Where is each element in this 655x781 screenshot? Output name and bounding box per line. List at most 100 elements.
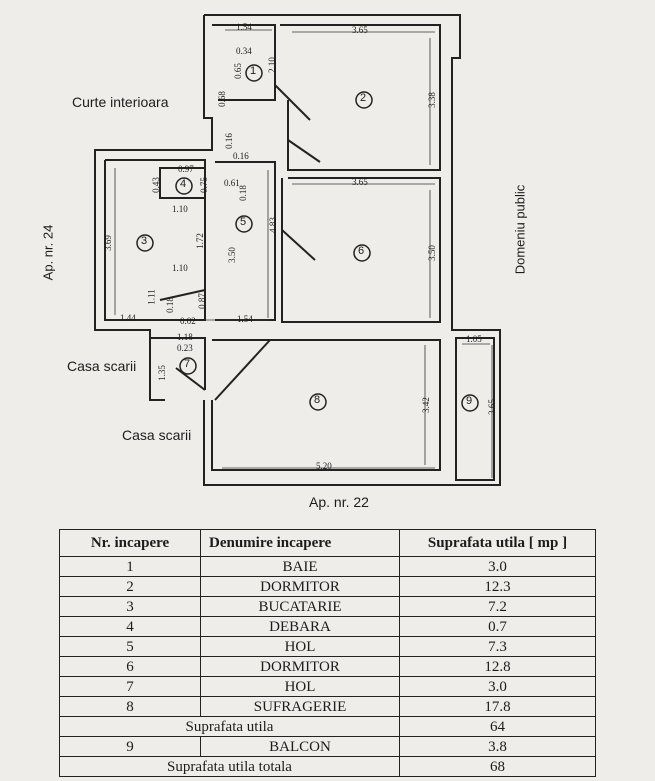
room8-wall (211, 339, 441, 471)
neighbor-bottom-label: Ap. nr. 22 (309, 494, 369, 510)
stair-label-2: Casa scarii (122, 427, 192, 443)
dimension-label: 0.18 (164, 297, 175, 313)
dimension-label: 1.11 (146, 289, 157, 305)
table-row: 7 HOL 3.0 (59, 676, 596, 697)
room-area-table: Nr. incapere Denumire incapere Suprafata… (59, 529, 596, 777)
room-area-cell: 3.0 (399, 676, 596, 697)
table-row: 8 SUFRAGERIE 17.8 (59, 696, 596, 717)
dimension-label: 3.38 (426, 92, 437, 108)
public-domain-label: Domeniu public (512, 184, 528, 275)
dimension-label: 0.18 (237, 185, 248, 201)
room-number-cell: 9 (59, 736, 201, 757)
room-number-cell: 6 (59, 656, 201, 677)
room-area-cell: 12.8 (399, 656, 596, 677)
room-area-cell: 0.7 (399, 616, 596, 637)
dimension-label: 0.02 (180, 316, 196, 326)
room-name-cell: SUFRAGERIE (200, 696, 400, 717)
room7-wall (150, 337, 206, 390)
room4-wall (159, 167, 206, 199)
dimension-label: 1.10 (172, 204, 188, 214)
table-row: 1 BAIE 3.0 (59, 556, 596, 577)
dimension-label: 0.34 (236, 46, 252, 56)
room-name-cell: HOL (200, 636, 400, 657)
subtotal-area: 64 (399, 716, 596, 737)
outer-wall (203, 14, 501, 486)
balcony-wall (455, 337, 495, 481)
room-name-cell: BAIE (200, 556, 400, 577)
dimension-label: 3.65 (352, 177, 368, 187)
dimension-label: 0.16 (233, 151, 249, 161)
door-swing (214, 339, 271, 401)
dimension-label: 4.83 (267, 217, 278, 233)
door-swing (159, 289, 206, 301)
room-number-cell: 4 (59, 616, 201, 637)
dimension-label: 5.20 (316, 461, 332, 471)
dimension-label: 3.65 (486, 399, 497, 415)
room-name-cell: DORMITOR (200, 656, 400, 677)
table-row: 2 DORMITOR 12.3 (59, 576, 596, 597)
dimension-label: 0.16 (223, 133, 234, 149)
dimension-label: 0.75 (198, 177, 209, 193)
room-number-cell: 3 (59, 596, 201, 617)
room-number-3: 3 (141, 235, 148, 247)
room-number-cell: 1 (59, 556, 201, 577)
subtotal-row: Suprafata utila 64 (59, 716, 596, 737)
room-name-cell: BUCATARIE (200, 596, 400, 617)
header-room-name: Denumire incapere (200, 529, 400, 557)
dimension-label: 3.50 (226, 247, 237, 263)
dimension-label: 1.72 (194, 233, 205, 249)
room-number-1: 1 (250, 65, 257, 77)
room-number-9: 9 (466, 395, 473, 407)
table-row: 3 BUCATARIE 7.2 (59, 596, 596, 617)
room-area-cell: 17.8 (399, 696, 596, 717)
table-row: 9 BALCON 3.8 (59, 736, 596, 757)
room-number-6: 6 (358, 245, 365, 257)
room-number-8: 8 (314, 394, 321, 406)
room-area-cell: 3.0 (399, 556, 596, 577)
dimension-label: 1.44 (120, 313, 136, 323)
dimension-label: 1.10 (172, 263, 188, 273)
room1-wall (212, 24, 276, 101)
room-number-cell: 8 (59, 696, 201, 717)
dimension-label: 0.97 (178, 164, 194, 174)
dimension-label: 3.50 (426, 245, 437, 261)
room-number-cell: 7 (59, 676, 201, 697)
dimension-label: 1.35 (156, 365, 167, 381)
header-room-number: Nr. incapere (59, 529, 201, 557)
dimension-label: 0.65 (232, 63, 243, 79)
outer-wall-left (94, 15, 213, 401)
courtyard-label: Curte interioara (72, 94, 169, 110)
room-area-cell: 3.8 (399, 736, 596, 757)
door-swing (175, 367, 206, 391)
room-area-cell: 7.2 (399, 596, 596, 617)
walls (94, 14, 501, 486)
room-name-cell: DEBARA (200, 616, 400, 637)
dimension-label: 3.65 (352, 25, 368, 35)
dimension-label: 3.42 (420, 397, 431, 413)
room-area-cell: 7.3 (399, 636, 596, 657)
dimension-label: 0.61 (224, 178, 240, 188)
total-area: 68 (399, 756, 596, 777)
total-label: Suprafata utila totala (59, 756, 400, 777)
dimension-label: 0.43 (150, 177, 161, 193)
stair-label-1: Casa scarii (67, 358, 137, 374)
room-number-7: 7 (184, 358, 191, 370)
dimension-label: 1.54 (236, 22, 252, 32)
dimension-label: 0.87 (196, 293, 207, 309)
dimension-label: 2.10 (266, 57, 277, 73)
door-swing (281, 229, 316, 261)
subtotal-label: Suprafata utila (59, 716, 400, 737)
room-circles (136, 64, 479, 412)
room-name-cell: HOL (200, 676, 400, 697)
dimension-label: 3.69 (102, 235, 113, 251)
dimension-label: 0.68 (216, 91, 227, 107)
room-area-cell: 12.3 (399, 576, 596, 597)
dimension-label: 0.23 (177, 343, 193, 353)
header-room-area: Suprafata utila [ mp ] (399, 529, 596, 557)
room6-wall (281, 177, 441, 323)
room-number-cell: 2 (59, 576, 201, 597)
room-number-2: 2 (360, 92, 367, 104)
room-name-cell: DORMITOR (200, 576, 400, 597)
total-row: Suprafata utila totala 68 (59, 756, 596, 777)
table-header-row: Nr. incapere Denumire incapere Suprafata… (59, 529, 596, 557)
